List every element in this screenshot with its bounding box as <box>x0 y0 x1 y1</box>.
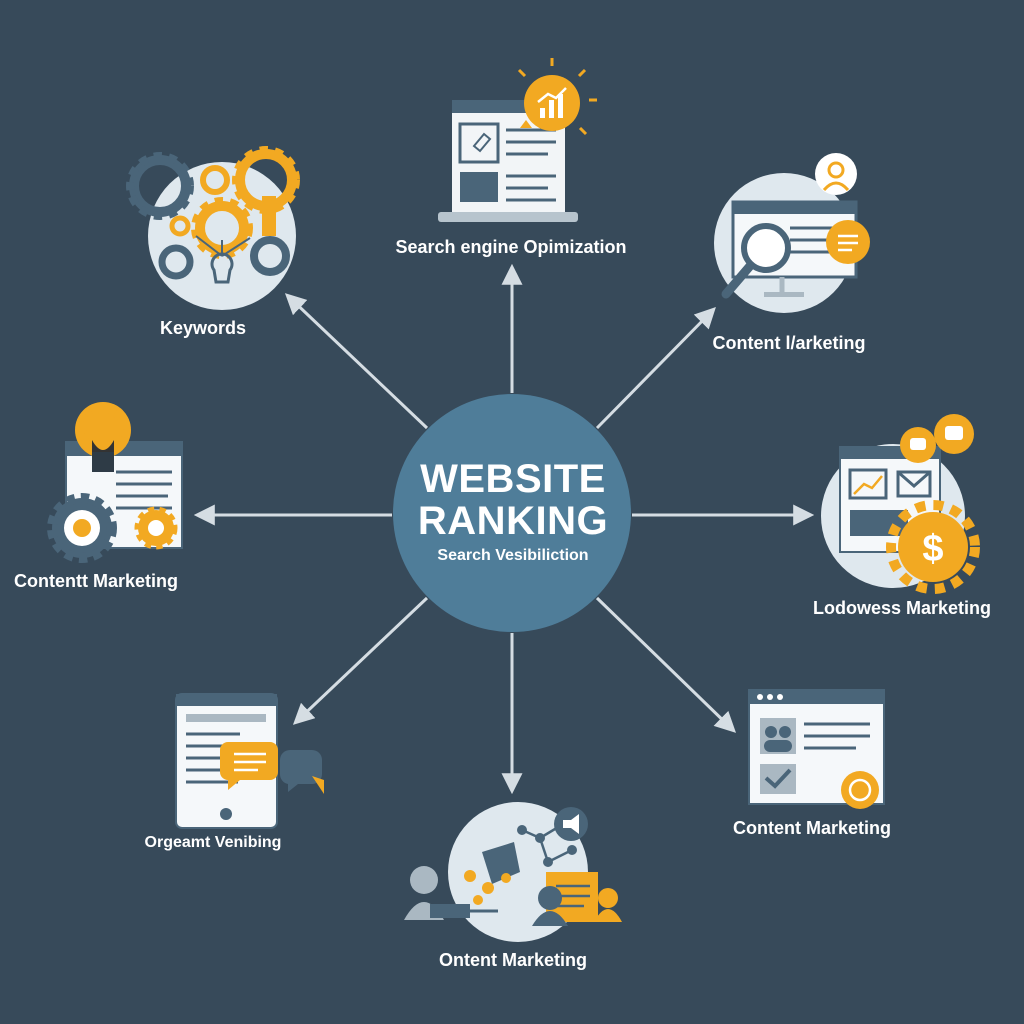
gears-cluster-icon <box>126 146 300 310</box>
label-top: Search engine Opimization <box>395 237 627 257</box>
connector-arrows <box>193 263 815 795</box>
laptop-chart-icon <box>438 58 597 222</box>
label-top-right: Content l/arketing <box>712 333 866 353</box>
label-bottom: Ontent Marketing <box>438 950 588 970</box>
arrow-bottom-right <box>595 596 737 733</box>
hub-title-line1: WEBSITE <box>420 457 606 501</box>
hub-title-line2: RANKING <box>417 499 609 543</box>
tablet-chat-icon <box>175 693 324 829</box>
browser-profile-icon <box>748 689 885 809</box>
browser-dollar-gear-icon: $ <box>821 414 980 594</box>
team-network-icon <box>404 802 622 942</box>
lightbulb-gears-icon <box>47 402 183 563</box>
label-bottom-left: Orgeamt Venibing <box>144 834 282 851</box>
arrow-bottom-left <box>292 596 429 725</box>
website-ranking-hub <box>393 394 631 632</box>
monitor-magnifier-icon <box>714 153 870 313</box>
arrow-top-right <box>595 307 716 430</box>
label-left: Contentt Marketing <box>14 571 178 591</box>
label-right: Lodowess Marketing <box>812 598 992 618</box>
label-top-left: Keywords <box>159 318 247 338</box>
label-bottom-right: Content Marketing <box>732 818 892 838</box>
arrow-top-left <box>284 293 429 430</box>
svg-text:$: $ <box>922 528 943 570</box>
hub-subtitle: Search Vesibiliction <box>437 547 589 564</box>
